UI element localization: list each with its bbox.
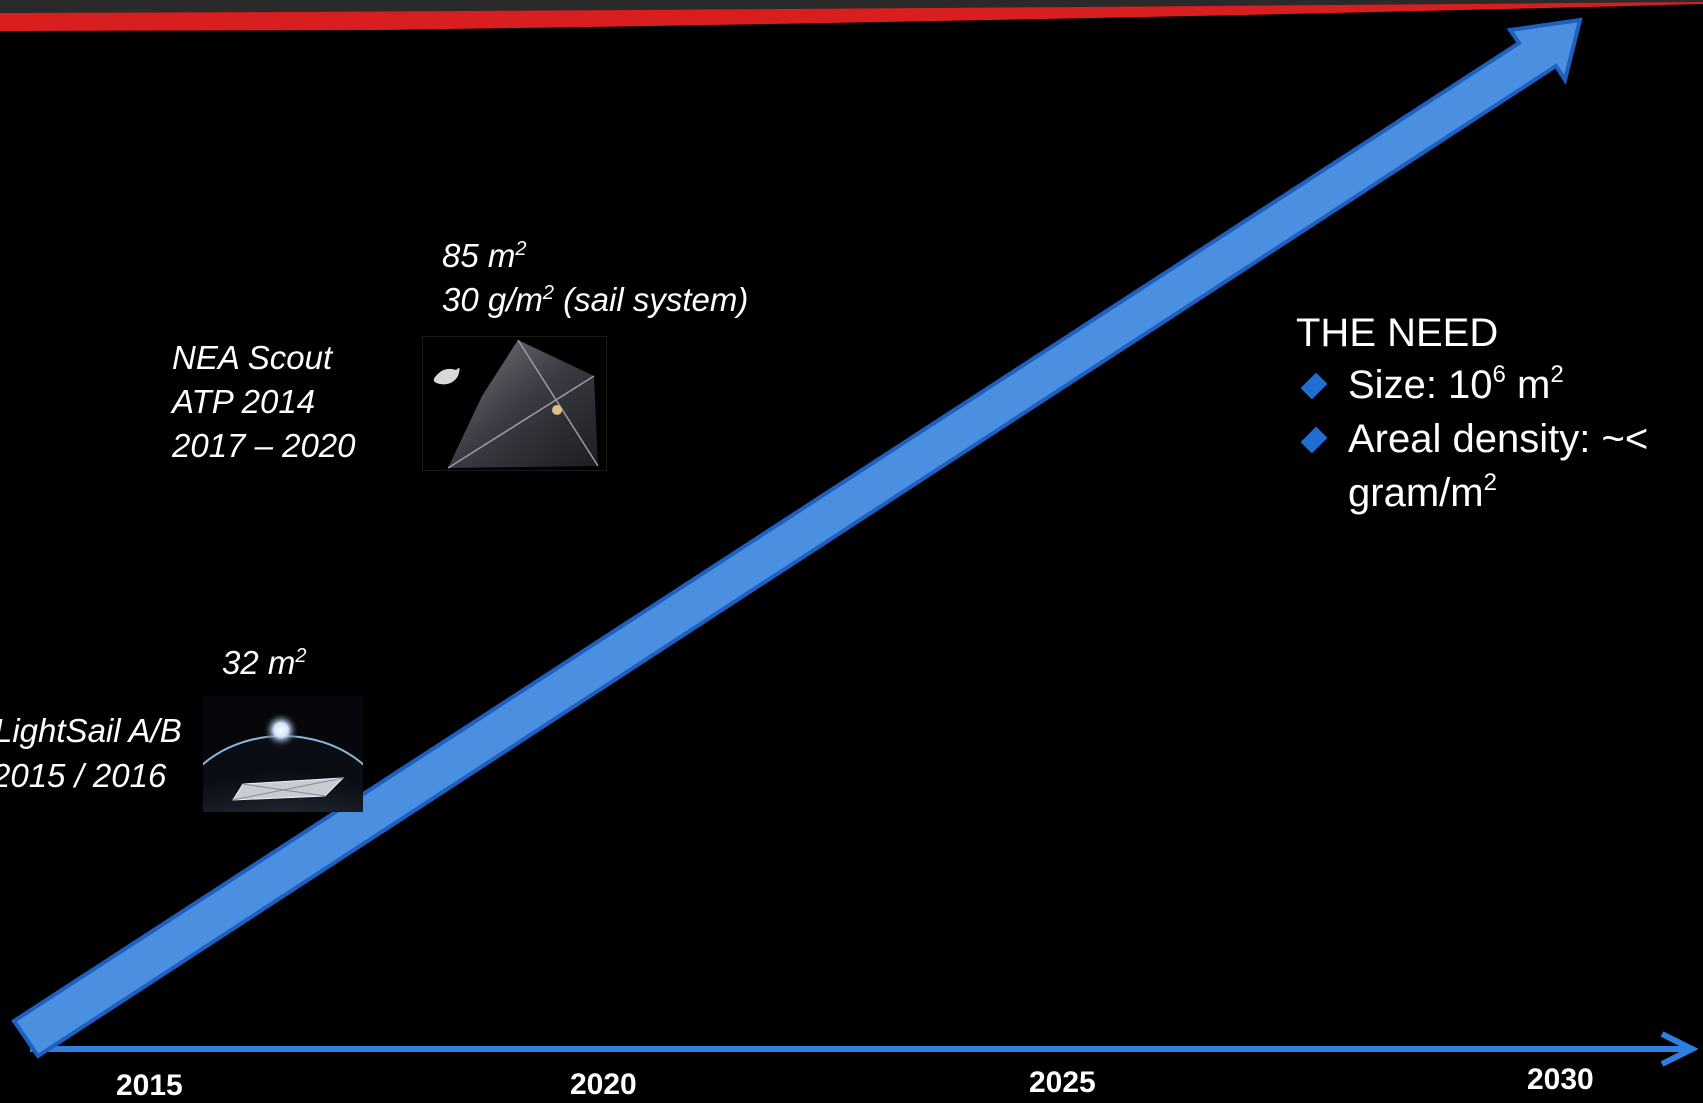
lightsail-area-label: 32 m2 bbox=[222, 644, 307, 681]
year-label-2030: 2030 bbox=[1527, 1063, 1594, 1096]
nea-scout-density-label: 30 g/m2 (sail system) bbox=[442, 281, 749, 318]
nea-scout-name-label: NEA Scout bbox=[172, 339, 333, 376]
lightsail-dates-label: 2015 / 2016 bbox=[0, 757, 167, 794]
year-label-2025: 2025 bbox=[1029, 1066, 1096, 1099]
top-banner bbox=[0, 0, 1703, 32]
nea-scout-area-label: 85 m2 bbox=[442, 237, 527, 274]
the-need-block: THE NEED Size: 106 m2 Areal density: ~< … bbox=[1296, 308, 1648, 520]
diamond-bullet-icon bbox=[1300, 426, 1328, 454]
nea-scout-dates-label: 2017 – 2020 bbox=[172, 427, 356, 464]
year-label-2020: 2020 bbox=[570, 1068, 637, 1101]
lightsail-earth-image bbox=[203, 696, 363, 812]
the-need-title: THE NEED bbox=[1296, 311, 1499, 355]
nea-scout-atp-label: ATP 2014 bbox=[172, 383, 316, 420]
year-label-2015: 2015 bbox=[116, 1069, 183, 1102]
need-size-item: Size: 106 m2 bbox=[1296, 358, 1648, 412]
time-axis-arrow bbox=[30, 1031, 1699, 1067]
growth-arrow bbox=[11, 17, 1583, 1059]
nea-scout-sail-image bbox=[422, 336, 607, 471]
lightsail-name-label: LightSail A/B bbox=[0, 712, 182, 749]
need-density-item: Areal density: ~< gram/m2 bbox=[1296, 412, 1648, 520]
diamond-bullet-icon bbox=[1300, 372, 1328, 400]
